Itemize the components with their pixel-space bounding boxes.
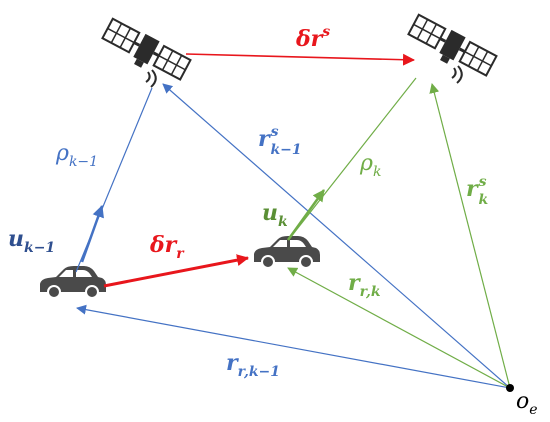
label-rho-k-minus-1: ρk−1 [55, 141, 98, 170]
delta-r-s-arrow [185, 53, 415, 66]
r-s-k-arrow [429, 83, 511, 389]
u-k-arrow [286, 189, 326, 241]
delta-r-r-arrow [103, 254, 249, 288]
label-delta-r-s: δrs [295, 24, 330, 52]
label-u-k: uk [262, 200, 288, 230]
car-icon [39, 265, 107, 299]
label-delta-r-r: δrr [149, 232, 185, 262]
satellite-icon [403, 11, 499, 85]
r-s-k-minus-1-arrow [162, 83, 511, 389]
label-r-r-k-minus-1: rr,k−1 [226, 350, 280, 380]
origin-point [506, 384, 514, 392]
rho-k-line [289, 77, 417, 239]
label-rho-k: ρk [359, 151, 381, 180]
r-r-k-minus-1-arrow [76, 304, 511, 389]
satellite-icon [97, 15, 193, 89]
label-origin: oe [516, 389, 538, 418]
r-r-k-arrow [287, 267, 511, 389]
u-k-minus-1-arrow [80, 205, 104, 263]
label-u-k-minus-1: uk−1 [8, 226, 55, 256]
label-r-r-k: rr,k [348, 270, 381, 300]
car-icon [253, 235, 321, 269]
